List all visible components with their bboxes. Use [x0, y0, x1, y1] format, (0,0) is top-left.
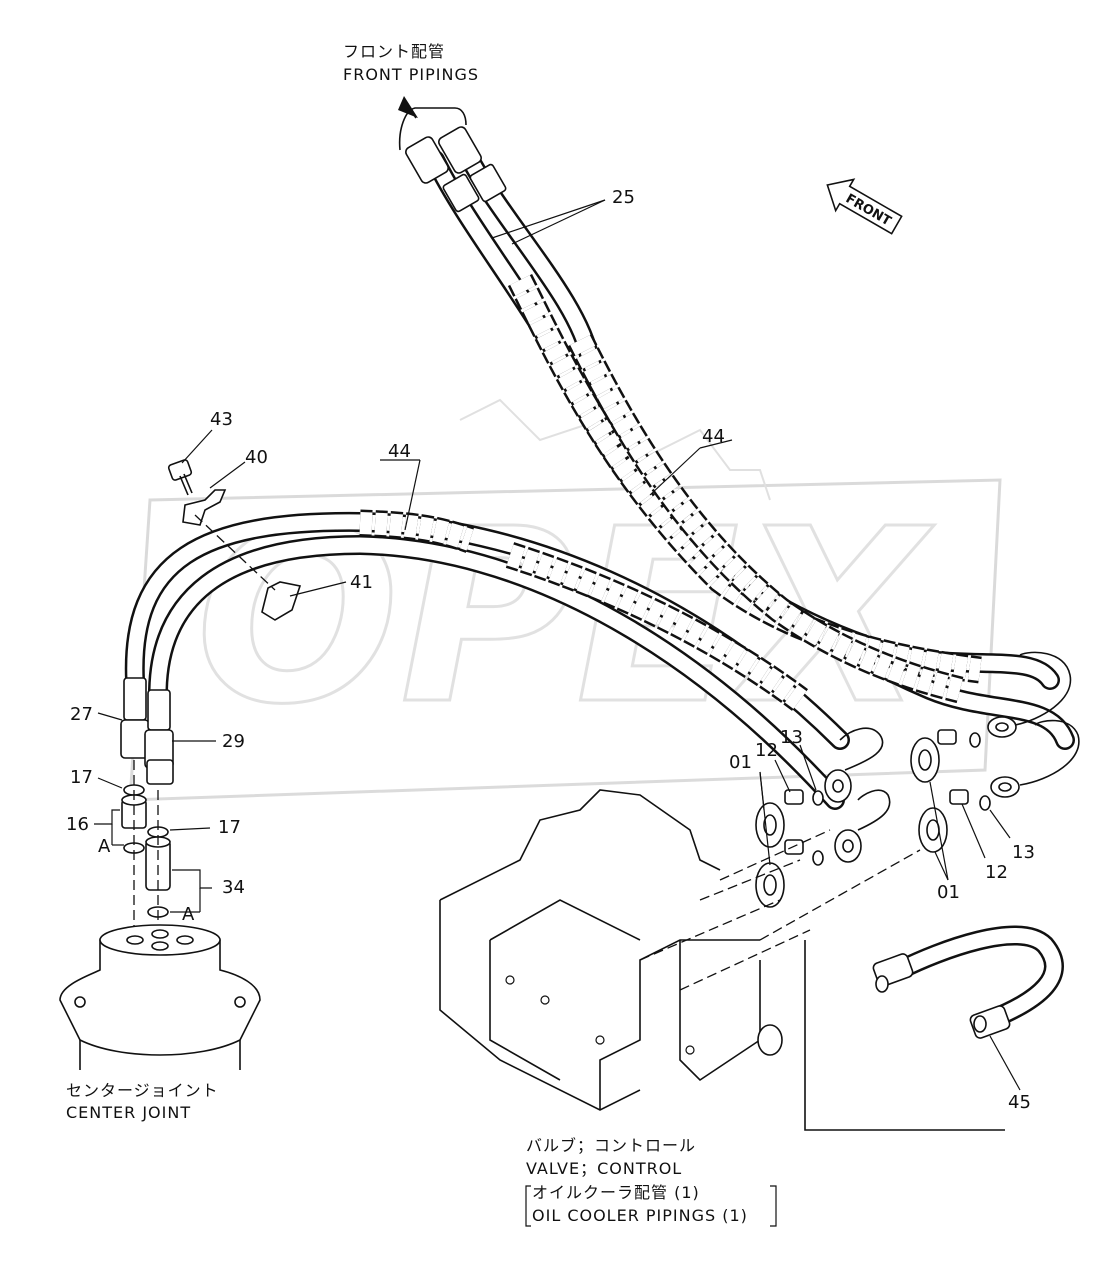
part-label-13-right: 13 — [1012, 842, 1035, 863]
oil-cooler-caption-jp: オイルクーラ配管 (1) — [532, 1183, 700, 1202]
captions: フロント配管 FRONT PIPINGS センタージョイント CENTER JO… — [66, 42, 777, 1227]
front-direction-arrow: FRONT — [826, 178, 903, 235]
leader-lines — [94, 199, 1021, 1091]
flange-assembly — [755, 729, 991, 908]
control-valve — [439, 789, 1005, 1131]
center-joint-caption-jp: センタージョイント — [66, 1081, 219, 1100]
part-label-34: 34 — [222, 877, 245, 898]
part-label-17-upper: 17 — [70, 767, 93, 788]
front-pipings-caption-jp: フロント配管 — [343, 42, 445, 61]
part-label-45: 45 — [1008, 1092, 1031, 1113]
center-joint-caption-en: CENTER JOINT — [66, 1103, 191, 1122]
front-pipings-pointer — [398, 96, 467, 151]
part-label-13-left: 13 — [780, 727, 803, 748]
center-joint-assembly — [59, 760, 261, 1070]
clamp-assembly — [167, 459, 302, 621]
part-label-a-lower: A — [182, 904, 195, 925]
part-label-12-right: 12 — [985, 862, 1008, 883]
front-pipings-caption-en: FRONT PIPINGS — [343, 65, 479, 84]
part-label-a-upper: A — [98, 836, 111, 857]
part-label-25: 25 — [612, 187, 635, 208]
part-label-27: 27 — [70, 704, 93, 725]
oil-cooler-caption-en: OIL COOLER PIPINGS (1) — [532, 1206, 748, 1225]
part-label-29: 29 — [222, 731, 245, 752]
oil-cooler-hose — [872, 925, 1064, 1039]
upper-hose-assembly — [405, 126, 1080, 798]
valve-caption-en: VALVE；CONTROL — [526, 1159, 682, 1178]
part-label-17-lower: 17 — [218, 817, 241, 838]
lower-hose-assembly — [120, 509, 891, 863]
part-label-12-left: 12 — [755, 740, 778, 761]
part-number-labels: 25 43 40 44 44 41 27 29 17 17 16 A 34 A … — [66, 187, 1035, 1113]
part-label-44-upper: 44 — [702, 426, 725, 447]
part-label-01-right: 01 — [937, 882, 960, 903]
part-label-44-lower: 44 — [388, 441, 411, 462]
part-label-40: 40 — [245, 447, 268, 468]
part-label-41: 41 — [350, 572, 373, 593]
part-label-43: 43 — [210, 409, 233, 430]
valve-caption-jp: バルブ；コントロール — [526, 1136, 696, 1155]
part-label-16: 16 — [66, 814, 89, 835]
part-label-01-left: 01 — [729, 752, 752, 773]
